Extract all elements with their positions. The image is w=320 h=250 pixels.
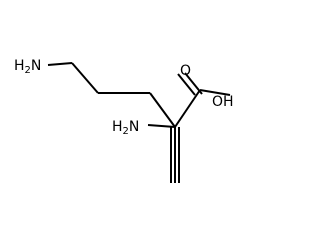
bond-c5-c4	[71, 62, 99, 94]
bond-c2-nh2	[147, 124, 176, 128]
bond-c1-o-double-a	[177, 73, 196, 96]
amine-alpha-label: H2N	[112, 119, 139, 137]
bond-c3-c2	[149, 92, 176, 128]
bond-c2-c1	[174, 89, 201, 128]
bond-c1-o-double-b	[184, 72, 203, 95]
amine-terminal-label: H2N	[14, 58, 41, 76]
hydroxyl-label: OH	[212, 94, 234, 110]
carbonyl-oxygen-label: O	[180, 63, 191, 79]
bond-n-c5	[47, 62, 73, 66]
molecule-structure: H2N H2N O OH	[14, 58, 234, 183]
bond-c1-oh	[199, 89, 231, 96]
